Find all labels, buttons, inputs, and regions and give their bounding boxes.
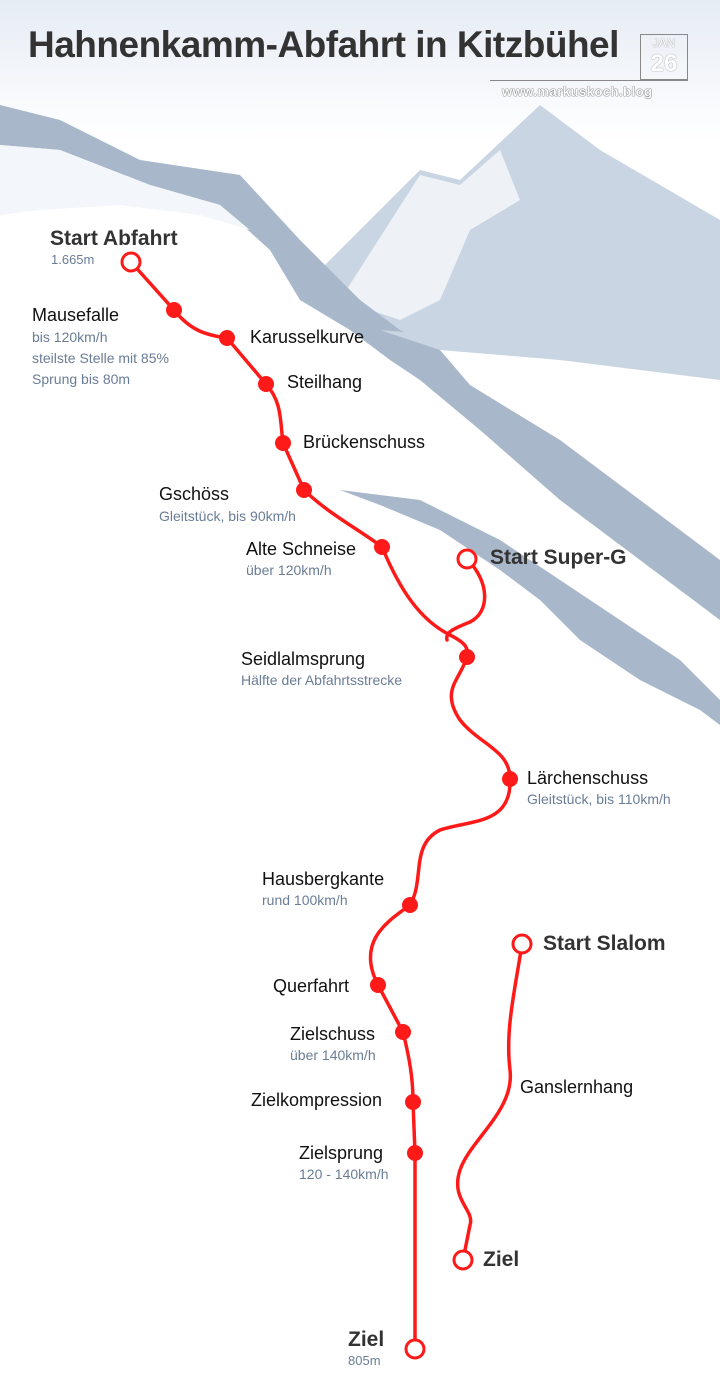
label-steilhang: Steilhang <box>287 372 363 392</box>
sub-mausefalle-1: bis 120km/h <box>32 329 108 345</box>
sub-laerchenschuss: Gleitstück, bis 110km/h <box>527 791 671 807</box>
label-brueckenschuss: Brückenschuss <box>303 432 426 452</box>
waypoint-steilhang <box>258 376 274 392</box>
route-super-g <box>445 557 487 642</box>
label-alte-schneise: Alte Schneise <box>246 539 357 559</box>
waypoint-seidlalmsprung <box>459 649 475 665</box>
waypoint-querfahrt <box>370 977 386 993</box>
sub-mausefalle-2: steilste Stelle mit 85% <box>32 350 169 366</box>
sub-mausefalle-3: Sprung bis 80m <box>32 371 131 387</box>
ziel-abfahrt-label: Ziel <box>348 1328 385 1351</box>
label-zielschuss: Zielschuss <box>290 1024 376 1044</box>
sub-hausbergkante: rund 100km/h <box>262 892 348 908</box>
start-abfahrt-marker <box>120 251 142 273</box>
label-querfahrt: Querfahrt <box>273 976 350 996</box>
label-zielkompression: Zielkompression <box>251 1090 383 1110</box>
sub-alte-schneise: über 120km/h <box>246 562 332 578</box>
label-laerchenschuss: Lärchenschuss <box>527 768 649 788</box>
label-karusselkurve: Karusselkurve <box>250 327 365 347</box>
sub-zielsprung: 120 - 140km/h <box>299 1166 389 1182</box>
waypoint-hausbergkante <box>402 897 418 913</box>
waypoint-mausefalle <box>166 302 182 318</box>
ziel-abfahrt-marker <box>404 1338 426 1360</box>
waypoint-karusselkurve <box>219 330 235 346</box>
waypoint-brueckenschuss <box>275 435 291 451</box>
waypoint-zielschuss <box>395 1024 411 1040</box>
logo-day: 26 <box>650 50 678 77</box>
ziel-slalom-label: Ziel <box>483 1248 520 1271</box>
start-abfahrt-label: Start Abfahrt <box>50 227 178 250</box>
waypoint-alte-schneise <box>374 539 390 555</box>
sub-gschoess: Gleitstück, bis 90km/h <box>159 508 296 524</box>
logo-month: JAN <box>652 36 676 50</box>
label-seidlalmsprung: Seidlalmsprung <box>241 649 366 669</box>
mountain-right-upper <box>380 330 720 380</box>
start-super-g-marker <box>456 548 478 570</box>
route-slalom <box>456 942 524 1262</box>
start-abfahrt-altitude: 1.665m <box>51 252 95 267</box>
label-ganslernhang: Ganslernhang <box>520 1077 634 1097</box>
sub-zielschuss: über 140km/h <box>290 1047 376 1063</box>
ziel-slalom-marker <box>452 1249 474 1271</box>
label-mausefalle: Mausefalle <box>32 305 120 325</box>
route-waypoints <box>166 302 518 1161</box>
mountain-peak-snow <box>340 150 520 320</box>
label-gschoess: Gschöss <box>159 484 230 504</box>
logo-divider <box>490 80 688 81</box>
ziel-abfahrt-altitude: 805m <box>348 1353 381 1368</box>
page-title: Hahnenkamm-Abfahrt in Kitzbühel <box>28 24 619 65</box>
waypoint-zielsprung <box>407 1145 423 1161</box>
waypoint-laerchenschuss <box>502 771 518 787</box>
sub-seidlalmsprung: Hälfte der Abfahrtsstrecke <box>241 672 403 688</box>
label-hausbergkante: Hausbergkante <box>262 869 385 889</box>
waypoint-gschoess <box>296 482 312 498</box>
logo-website: www.markuskoch.blog <box>502 84 653 99</box>
mountain-ridge-snow <box>0 145 250 230</box>
route-abfahrt <box>129 260 512 1351</box>
waypoint-zielkompression <box>405 1094 421 1110</box>
start-slalom-marker <box>511 933 533 955</box>
label-zielsprung: Zielsprung <box>299 1143 384 1163</box>
mountain-ridge-lower <box>340 490 720 725</box>
start-super-g-label: Start Super-G <box>490 546 627 569</box>
start-slalom-label: Start Slalom <box>543 932 666 955</box>
sky <box>0 0 720 140</box>
